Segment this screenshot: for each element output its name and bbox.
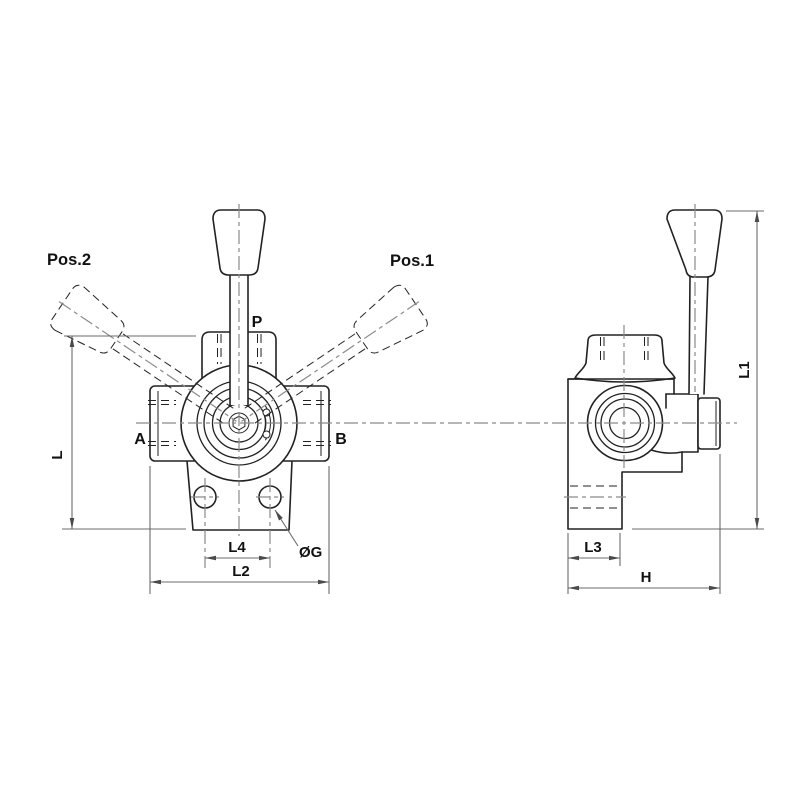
dimension-g: ØG (274, 509, 322, 561)
dimension-l3: L3 (567, 533, 621, 594)
dimension-l1: L1 (632, 210, 764, 530)
port-a-label: A (134, 431, 146, 448)
ghost-knob (50, 284, 125, 354)
front-view (50, 204, 428, 568)
position-2-label: Pos.2 (47, 251, 91, 269)
top-hex-fitting (574, 334, 676, 383)
ghost-shaft-edge (252, 348, 366, 425)
dimension-l: L (49, 335, 196, 530)
port-b-label: B (335, 431, 347, 448)
dimension-l4: L4 (205, 539, 270, 561)
dimension-l3-label: L3 (584, 539, 602, 556)
ghost-shaft-edge (242, 333, 356, 410)
dimension-l-label: L (49, 450, 66, 459)
dimension-g-label: ØG (299, 544, 322, 561)
dimension-l1-label: L1 (736, 361, 753, 379)
side-port-ring (594, 392, 656, 454)
dimension-h-label: H (641, 569, 652, 586)
lever-shaft-edge (703, 276, 709, 395)
lever-position-2-ghost (50, 284, 237, 425)
leader-line (274, 509, 299, 547)
lever-position-1-ghost (241, 284, 428, 425)
ghost-axis-centerline (241, 301, 420, 422)
dimension-l2: L2 (149, 466, 330, 594)
dimension-l4-label: L4 (228, 539, 246, 556)
dimension-h: H (568, 454, 721, 594)
ghost-knob (353, 284, 428, 354)
labels: Pos.2 Pos.1 P A B (47, 251, 434, 448)
ghost-shaft-edge (112, 348, 226, 425)
port-p-label: P (252, 314, 263, 331)
boss-under-curve (650, 449, 683, 454)
position-1-label: Pos.1 (390, 252, 434, 270)
ghost-axis-centerline (58, 301, 237, 422)
ghost-shaft-edge (122, 333, 236, 410)
circlip-eyelet (262, 430, 271, 439)
dimensions: L L4 ØG L2 L3 H (49, 210, 764, 594)
lever-shaft-fill-side (689, 277, 708, 394)
lever-shaft-edge (688, 276, 691, 395)
side-view (564, 204, 723, 530)
dimension-l2-label: L2 (232, 563, 250, 580)
